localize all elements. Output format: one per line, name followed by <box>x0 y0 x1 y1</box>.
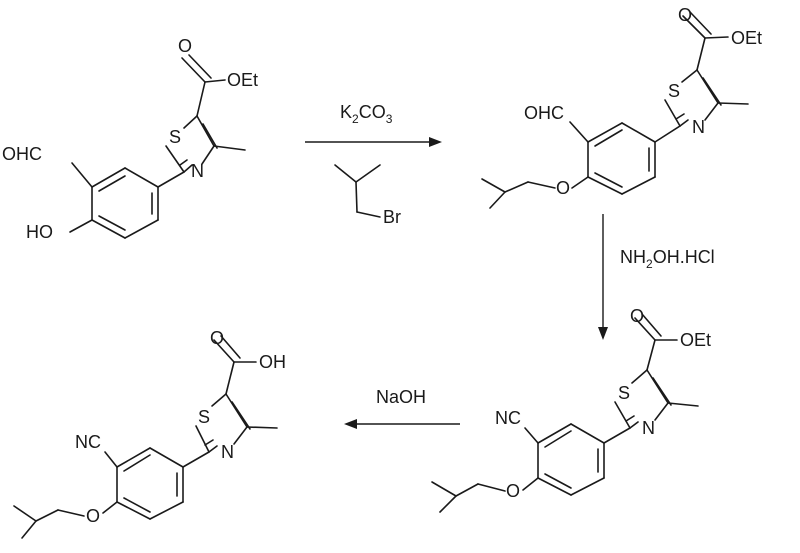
molecule-ether: O OEt S N OHC O <box>481 5 762 209</box>
molecule-acid-hydroxyl-label: OH <box>259 352 286 372</box>
molecule-nitrile-nitrogen: N <box>642 418 655 438</box>
reagent-step1-isobutyl-bromide: Br <box>334 164 401 227</box>
molecule-start-ester-label: OEt <box>227 70 258 90</box>
molecule-ether-nitrogen: N <box>692 117 705 137</box>
molecule-ether-sulfur: S <box>668 81 680 101</box>
molecule-ether-carbonyl-oxygen: O <box>678 5 692 25</box>
molecule-nitrile-cyano-label: NC <box>495 408 521 428</box>
molecule-ether-oxygen: O <box>556 178 570 198</box>
molecule-ether-formyl-label: OHC <box>524 103 564 123</box>
molecule-ether-bonds <box>481 11 749 209</box>
molecule-start-sulfur: S <box>169 127 181 147</box>
molecule-nitrile-sulfur: S <box>618 383 630 403</box>
reagent-step1-bromide-label: Br <box>383 207 401 227</box>
molecule-acid-oxygen: O <box>86 506 100 526</box>
reagent-step3: NaOH <box>376 387 426 407</box>
molecule-start-formyl-label: OHC <box>2 144 42 164</box>
reagent-step1-base: K2CO3 <box>340 102 393 126</box>
molecule-acid-sulfur: S <box>198 407 210 427</box>
reaction-arrow-1 <box>305 137 442 147</box>
reaction-arrow-2 <box>598 214 608 340</box>
molecule-nitrile: O OEt S N NC O <box>431 306 711 513</box>
reaction-arrow-3 <box>344 419 460 429</box>
molecule-acid-bonds <box>13 335 278 539</box>
molecule-acid-carbonyl-oxygen: O <box>210 328 224 348</box>
molecule-ether-ester-label: OEt <box>731 28 762 48</box>
molecule-start-hydroxyl-label: HO <box>26 222 53 242</box>
molecule-start-bonds <box>69 54 246 239</box>
molecule-start-carbonyl-oxygen: O <box>178 36 192 56</box>
molecule-nitrile-oxygen: O <box>506 481 520 501</box>
molecule-acid-cyano-label: NC <box>75 432 101 452</box>
molecule-start-nitrogen: N <box>191 161 204 181</box>
molecule-nitrile-carbonyl-oxygen: O <box>630 306 644 326</box>
molecule-acid-nitrogen: N <box>221 442 234 462</box>
molecule-start: O OEt S N OHC HO <box>2 36 258 242</box>
reagent-step2: NH2OH.HCl <box>620 247 715 271</box>
molecule-acid: O OH S N NC O <box>13 328 286 539</box>
molecule-nitrile-ester-label: OEt <box>680 330 711 350</box>
molecule-nitrile-bonds <box>431 313 699 513</box>
